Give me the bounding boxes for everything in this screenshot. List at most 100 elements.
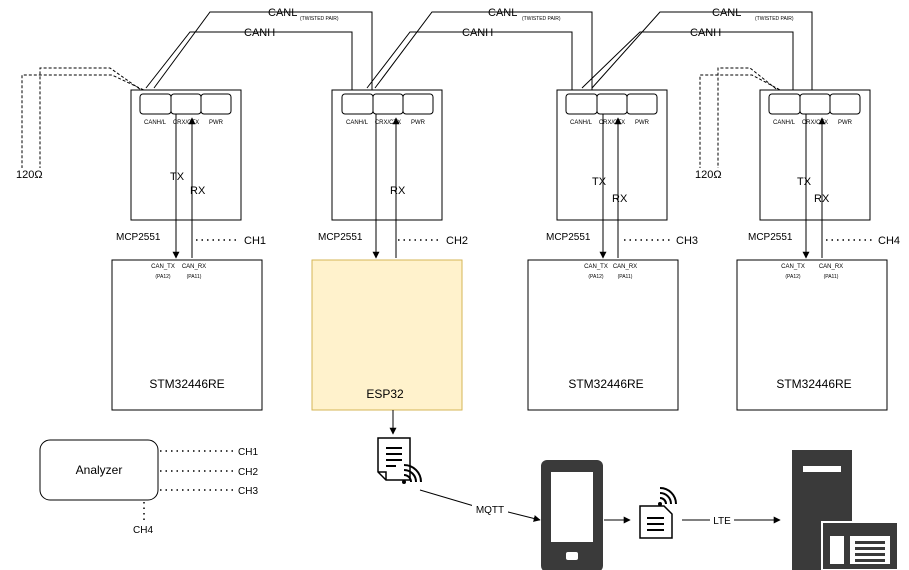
transceiver-3: CANH/L CRX/CTX PWR MCP2551 TX RX CH3: [546, 89, 698, 247]
pin-canhl-4: [768, 93, 801, 115]
mcu-3-name: STM32446RE: [568, 377, 643, 391]
canl-wire-1: [153, 11, 373, 95]
canl-wire-3: [591, 11, 813, 95]
pin-label-crxctx-2: CRX/CTX: [375, 120, 401, 126]
terminator-label-right: 120Ω: [695, 169, 722, 181]
pin-label-pwr-2: PWR: [411, 120, 426, 126]
twisted-pair-label-1: (TWISTED PAIR): [300, 16, 339, 22]
canh-label-1: CANH: [244, 27, 275, 39]
pin-label-crxctx-1: CRX/CTX: [173, 120, 199, 126]
analyzer-ch1: CH1: [238, 447, 258, 458]
mcu-2: ESP32: [311, 259, 463, 411]
rx-label-2: RX: [390, 185, 406, 197]
transceiver-1: CANH/L CRX/CTX PWR MCP2551 TX RX CH1: [116, 89, 266, 247]
analyzer-probes: [143, 450, 234, 522]
can-tx-pin-4: (PA12): [785, 274, 801, 280]
tx-label-3: TX: [592, 176, 607, 188]
signal-arrows: [172, 114, 826, 259]
pin-crxctx-1: [170, 93, 202, 115]
tx-label-4: TX: [797, 176, 812, 188]
pin-crxctx-3: [596, 93, 628, 115]
analyzer-ch3: CH3: [238, 486, 258, 497]
pin-canhl-3: [565, 93, 598, 115]
server-icon: [792, 450, 899, 570]
pin-pwr-1: [200, 93, 232, 115]
transceiver-2-part: MCP2551: [318, 232, 363, 243]
terminator-left-outer: [39, 67, 145, 168]
transceiver-2: CANH/L CRX/CTX PWR MCP2551 RX CH2: [318, 89, 468, 247]
mcu-2-name: ESP32: [366, 387, 404, 401]
transceiver-1-part: MCP2551: [116, 232, 161, 243]
document-wifi-icon: [377, 437, 422, 484]
document-wifi-icon: [639, 487, 677, 539]
tx-label-1: TX: [170, 171, 185, 183]
can-tx-label-4: CAN_TX: [781, 264, 805, 270]
pin-label-pwr-3: PWR: [635, 120, 650, 126]
pin-label-crxctx-4: CRX/CTX: [802, 120, 828, 126]
pin-pwr-4: [829, 93, 861, 115]
rx-label-1: RX: [190, 185, 206, 197]
canh-label-2: CANH: [462, 27, 493, 39]
twisted-pair-label-2: (TWISTED PAIR): [522, 16, 561, 22]
terminator-wires: [21, 67, 785, 168]
mcu-4-box: [736, 259, 888, 411]
mqtt-label-bg: [472, 503, 508, 516]
can-tx-pin-1: (PA12): [155, 274, 171, 280]
analyzer-box: [39, 439, 159, 501]
canl-label-3: CANL: [712, 7, 741, 19]
mcu-2-box: [311, 259, 463, 411]
pin-label-canhl-3: CANH/L: [570, 120, 593, 126]
canh-wire-2: [366, 31, 573, 95]
channel-label-3: CH3: [676, 235, 698, 247]
smartphone-icon: [541, 460, 603, 570]
can-rx-label-1: CAN_RX: [182, 264, 206, 270]
canh-label-3: CANH: [690, 27, 721, 39]
mcu-1: CAN_TX (PA12) CAN_RX (PA11) STM32446RE: [111, 259, 263, 411]
transceiver-4-part: MCP2551: [748, 232, 793, 243]
pin-pwr-3: [626, 93, 658, 115]
pin-crxctx-2: [372, 93, 404, 115]
twisted-pair-label-3: (TWISTED PAIR): [755, 16, 794, 22]
transceiver-4: CANH/L CRX/CTX PWR MCP2551 TX RX CH4: [748, 89, 900, 247]
transceiver-3-part: MCP2551: [546, 232, 591, 243]
terminator-right-inner: [699, 74, 785, 168]
channel-label-2: CH2: [446, 235, 468, 247]
analyzer-ch4: CH4: [133, 525, 153, 536]
channel-label-4: CH4: [878, 235, 900, 247]
analyzer-label: Analyzer: [76, 463, 123, 477]
mqtt-label: MQTT: [476, 505, 504, 516]
pin-label-canhl-2: CANH/L: [346, 120, 369, 126]
pin-canhl-1: [139, 93, 172, 115]
mcu-4: CAN_TX (PA12) CAN_RX (PA11) STM32446RE: [736, 259, 888, 411]
pin-label-pwr-1: PWR: [209, 120, 224, 126]
mcu-3-box: [527, 259, 679, 411]
rx-label-3: RX: [612, 193, 628, 205]
canl-wire-2: [374, 11, 593, 95]
lte-label: LTE: [713, 516, 731, 527]
can-tx-pin-3: (PA12): [588, 274, 604, 280]
terminator-left-inner: [21, 74, 149, 168]
pin-label-pwr-4: PWR: [838, 120, 853, 126]
can-tx-label-3: CAN_TX: [584, 264, 608, 270]
analyzer-ch2: CH2: [238, 467, 258, 478]
mcu-4-name: STM32446RE: [776, 377, 851, 391]
can-rx-label-4: CAN_RX: [819, 264, 843, 270]
pin-label-crxctx-3: CRX/CTX: [599, 120, 625, 126]
pin-label-canhl-4: CANH/L: [773, 120, 796, 126]
can-rx-pin-3: (PA11): [618, 274, 633, 280]
canl-label-1: CANL: [268, 7, 297, 19]
can-rx-pin-1: (PA11): [187, 274, 202, 280]
terminator-label-left: 120Ω: [16, 169, 43, 181]
bus-labels: CANL CANH (TWISTED PAIR) CANL CANH (TWIS…: [16, 7, 794, 181]
canh-wire-3: [581, 31, 794, 95]
lte-label-bg: [710, 514, 734, 527]
pin-crxctx-4: [799, 93, 831, 115]
terminator-right-outer: [717, 67, 781, 168]
canl-label-2: CANL: [488, 7, 517, 19]
mcu-1-box: [111, 259, 263, 411]
mcu-3: CAN_TX (PA12) CAN_RX (PA11) STM32446RE: [527, 259, 679, 411]
can-bus-wires: [145, 11, 813, 95]
pin-pwr-2: [402, 93, 434, 115]
channel-label-1: CH1: [244, 235, 266, 247]
